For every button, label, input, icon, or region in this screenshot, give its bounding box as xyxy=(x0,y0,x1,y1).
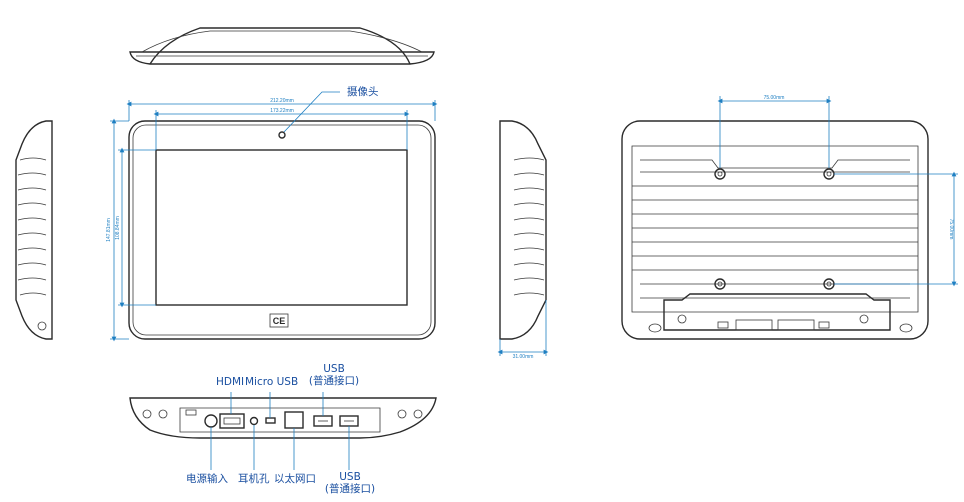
camera-lens xyxy=(278,131,286,139)
right-side-view xyxy=(497,120,549,356)
ethernet-port xyxy=(284,411,304,429)
ce-logo: CE xyxy=(273,316,286,326)
label-hdmi: HDMI xyxy=(216,376,245,388)
front-view: CE xyxy=(128,120,436,340)
label-usb-bottom: USB (普通接口) xyxy=(320,471,380,495)
bottom-leaders xyxy=(210,392,350,470)
bottom-view xyxy=(129,397,437,439)
label-micro-usb: Micro USB xyxy=(245,376,299,388)
earphone-port xyxy=(249,416,259,426)
dim-front-width-screen: 173.22mm xyxy=(270,108,294,114)
dim-vesa-horizontal: 75.00mm xyxy=(764,95,785,101)
label-usb-top: USB (普通接口) xyxy=(304,363,364,387)
label-ethernet: 以太网口 xyxy=(274,473,316,485)
power-port xyxy=(204,414,218,428)
label-power-input: 电源输入 xyxy=(186,473,228,485)
micro-usb-port xyxy=(265,417,276,424)
label-earphone: 耳机孔 xyxy=(238,473,270,485)
dim-vesa-vertical: 75.00mm xyxy=(948,219,954,240)
label-usb-bottom-line2: (普通接口) xyxy=(324,483,376,495)
dim-front-height-outer: 147.81mm xyxy=(106,218,112,242)
left-side-view xyxy=(15,120,53,340)
dim-front-height-screen: 108.84mm xyxy=(115,216,121,240)
dim-side-thickness: 31.00mm xyxy=(513,354,534,360)
dim-front-width-outer: 212.20mm xyxy=(270,98,294,104)
front-dimensions xyxy=(110,91,438,342)
label-usb-top-line2: (普通接口) xyxy=(308,375,360,387)
back-dimensions xyxy=(717,96,958,287)
label-usb-top-line1: USB xyxy=(323,363,345,375)
hdmi-port xyxy=(219,413,245,429)
screen-area xyxy=(155,149,408,306)
label-camera: 摄像头 xyxy=(347,86,379,98)
back-view xyxy=(621,120,929,340)
ce-logo-box xyxy=(269,313,289,328)
label-usb-bottom-line1: USB xyxy=(339,471,361,483)
top-view xyxy=(129,27,435,65)
